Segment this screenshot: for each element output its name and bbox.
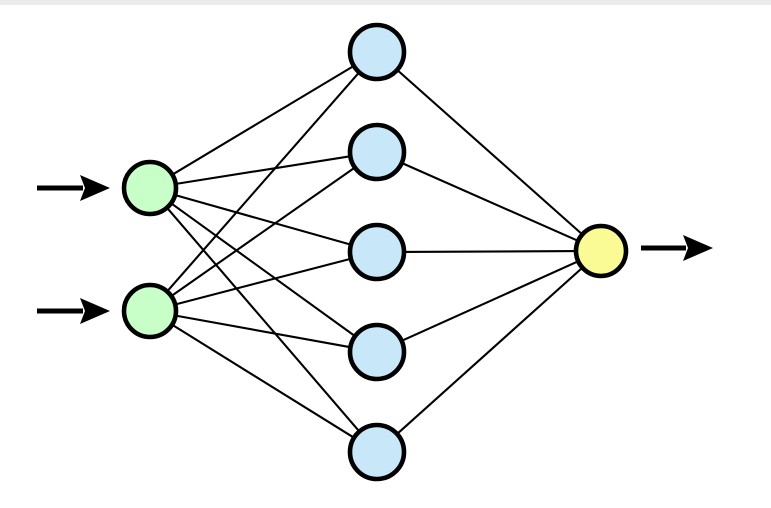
edge-h4-o1 [398, 259, 582, 343]
hidden-node-3[interactable] [347, 222, 407, 282]
edge-i2-h3 [172, 257, 354, 307]
edge-i1-h1 [169, 63, 357, 177]
nodes-group [121, 22, 629, 482]
edge-i1-h3 [172, 193, 354, 247]
hidden-node-5[interactable] [347, 422, 407, 482]
input-node-1[interactable] [121, 159, 179, 217]
input-arrow-1-head [80, 175, 110, 201]
input-node-2[interactable] [121, 282, 179, 340]
edge-i1-h4 [168, 201, 358, 339]
hidden-node-1[interactable] [347, 22, 407, 82]
hidden-node-2[interactable] [347, 122, 407, 182]
io-arrows-group [37, 175, 713, 324]
edge-i1-h5 [164, 205, 362, 435]
edge-h3-o1 [400, 250, 580, 253]
top-band-divider [0, 0, 771, 5]
output-arrow-1-head [683, 235, 713, 261]
edge-i2-h5 [169, 322, 357, 440]
edge-h5-o1 [394, 265, 585, 437]
edge-i2-h4 [172, 314, 354, 349]
edge-h1-o1 [394, 67, 585, 237]
edge-i2-h1 [164, 69, 362, 295]
output-node-1[interactable] [573, 223, 629, 279]
input-arrow-2-head [80, 298, 110, 324]
edge-i1-h2 [172, 154, 354, 186]
edge-h2-o1 [398, 161, 582, 243]
hidden-node-4[interactable] [347, 322, 407, 382]
edge-i2-h2 [168, 165, 358, 299]
edges-group [164, 63, 585, 440]
